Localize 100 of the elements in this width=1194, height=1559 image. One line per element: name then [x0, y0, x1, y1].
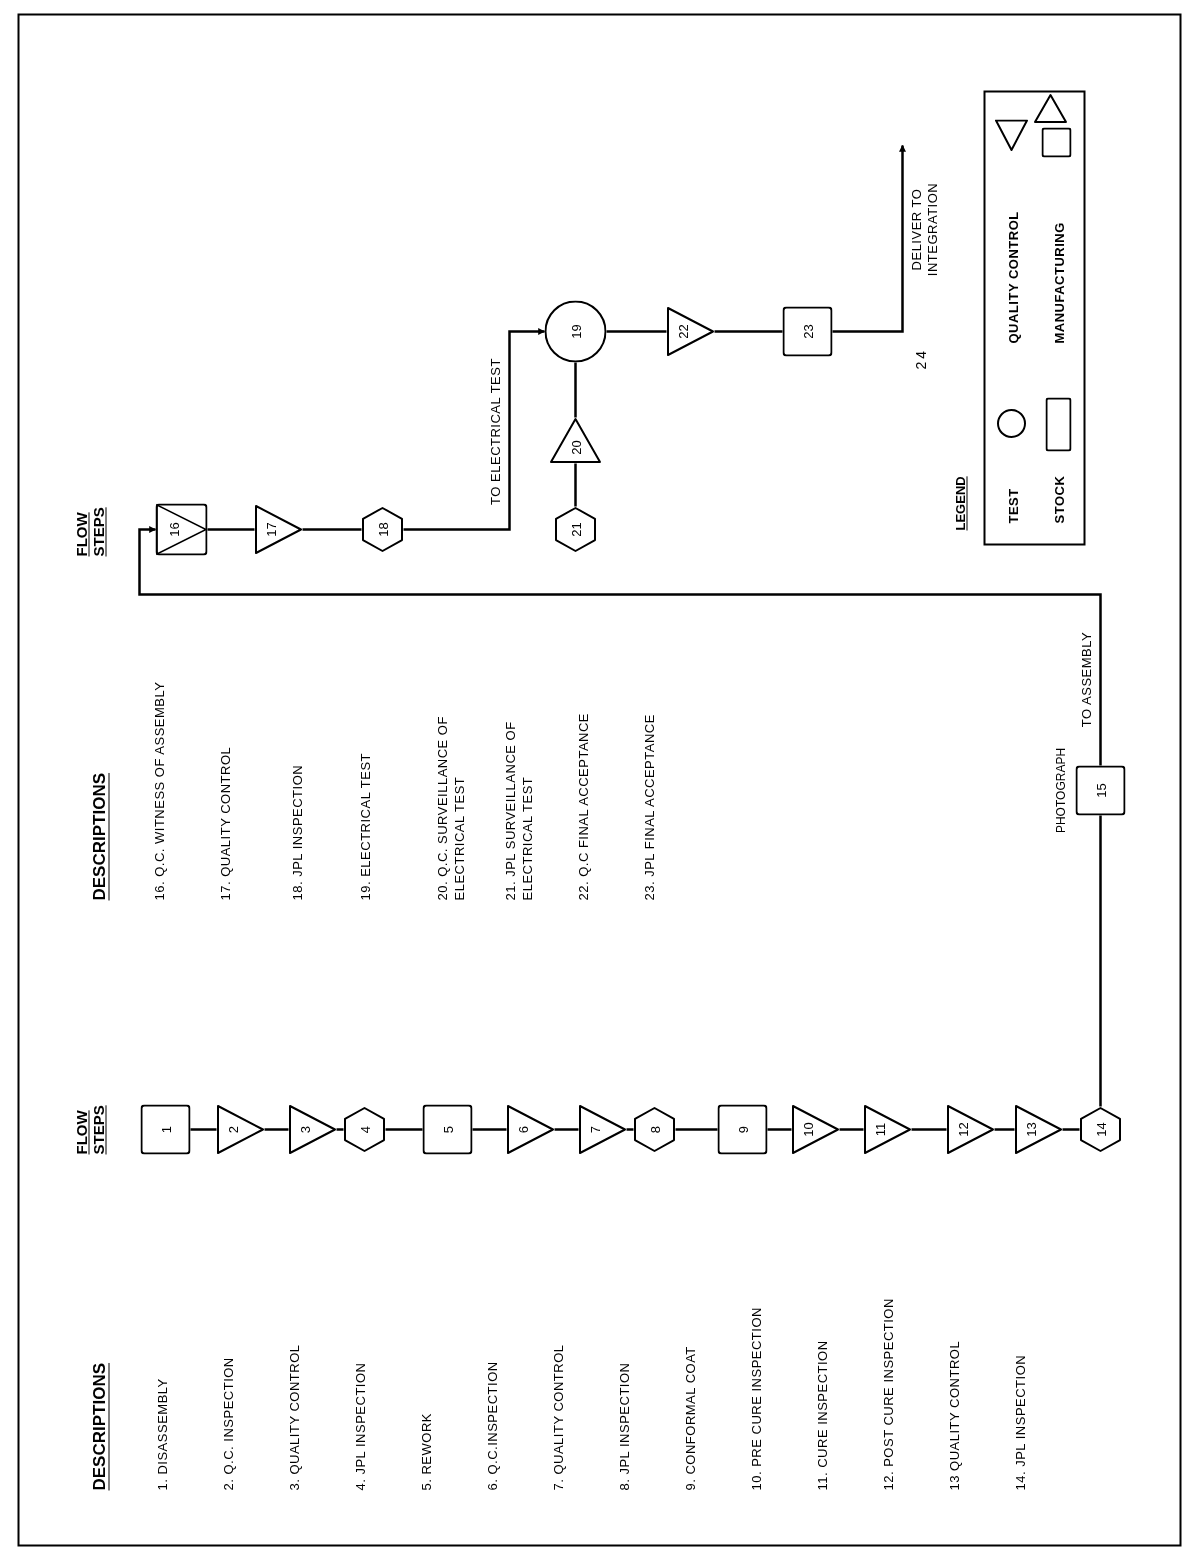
connector-line	[264, 1127, 288, 1131]
step-description: 16. Q.C. WITNESS OF ASSEMBLY	[150, 680, 167, 900]
step-description: 9. CONFORMAL COAT	[681, 1345, 698, 1490]
hexagon-step	[554, 506, 596, 552]
circle-step	[544, 300, 606, 362]
connector-line	[385, 1127, 422, 1131]
connector-line	[1062, 1127, 1079, 1131]
step-number: 3	[297, 1125, 311, 1133]
connector-line	[573, 362, 577, 417]
triangle-step	[791, 1104, 839, 1154]
connector-line	[606, 329, 666, 333]
arrow	[403, 327, 545, 531]
triangle-step	[946, 1104, 994, 1154]
step-number: 17	[263, 521, 277, 537]
square-triangle-step	[155, 503, 207, 555]
connector-line	[911, 1127, 946, 1131]
step-description: 2. Q.C. INSPECTION	[219, 1356, 237, 1490]
connector-line	[190, 1127, 216, 1131]
arrow	[137, 525, 1102, 765]
step-number: 13	[1023, 1121, 1037, 1137]
triangle-step	[549, 417, 601, 463]
triangle-step	[666, 306, 714, 356]
arrow	[832, 144, 906, 333]
step-description: 5. REWORK	[417, 1412, 434, 1490]
hexagon-step	[633, 1106, 675, 1152]
connector-line	[554, 1127, 578, 1131]
triangle-step	[578, 1104, 626, 1154]
connector-line	[472, 1127, 506, 1131]
step-description: 18. JPL INSPECTION	[288, 763, 305, 900]
hexagon-step	[361, 506, 403, 552]
connector-line	[336, 1127, 343, 1131]
step-caption: PHOTOGRAPH	[1052, 747, 1068, 833]
step-number: 18	[375, 521, 389, 537]
legend-label: STOCK	[1050, 475, 1067, 523]
step-number: 14	[1093, 1121, 1107, 1137]
step-description: 21. JPL SURVEILLANCE OF ELECTRICAL TEST	[501, 719, 535, 900]
connector-line	[1098, 815, 1102, 1106]
column-heading: DESCRIPTIONS	[88, 1362, 109, 1490]
column-heading: FLOW STEPS	[72, 505, 106, 556]
step-number: 2	[225, 1125, 239, 1133]
legend-label: TEST	[1004, 487, 1021, 523]
triangle-step	[1014, 1104, 1062, 1154]
column-heading: DESCRIPTIONS	[88, 772, 109, 900]
step-description: 1. DISASSEMBLY	[153, 1377, 170, 1490]
step-description: 22. Q.C FINAL ACCEPTANCE	[574, 711, 591, 900]
step-description: 7. QUALITY CONTROL	[549, 1344, 567, 1490]
step-description: 8. JPL INSPECTION	[615, 1362, 632, 1490]
connector-line	[302, 527, 361, 531]
connector-line	[573, 463, 577, 506]
connector-line	[207, 527, 254, 531]
triangle-step	[863, 1104, 911, 1154]
triangle-step	[288, 1104, 336, 1154]
square-step	[1075, 765, 1125, 815]
step-number: 5	[440, 1125, 454, 1133]
connector-line	[839, 1127, 863, 1131]
step-description: 12. POST CURE INSPECTION	[879, 1297, 896, 1490]
step-number: 21	[568, 521, 582, 537]
step-number: 22	[675, 323, 689, 339]
step-number: 9	[735, 1125, 749, 1133]
step-description: 14. JPL INSPECTION	[1011, 1354, 1028, 1490]
step-number: 24	[911, 347, 929, 369]
step-number: 23	[800, 323, 814, 339]
step-description: 11. CURE INSPECTION	[813, 1339, 830, 1490]
step-number: 4	[357, 1125, 371, 1133]
hexagon-step	[343, 1106, 385, 1152]
step-number: 20	[568, 439, 582, 455]
step-number: 8	[647, 1125, 661, 1133]
step-description: 4. JPL INSPECTION	[351, 1362, 368, 1490]
step-number: 12	[955, 1121, 969, 1137]
step-description: 3. QUALITY CONTROL	[285, 1344, 303, 1490]
step-number: 7	[587, 1125, 601, 1133]
legend-heading: LEGEND	[951, 475, 968, 530]
step-description: 10. PRE CURE INSPECTION	[747, 1306, 764, 1490]
step-number: 19	[568, 323, 582, 339]
step-number: 1	[158, 1125, 172, 1133]
step-number: 15	[1093, 782, 1107, 798]
connector-line	[626, 1127, 633, 1131]
square-step	[717, 1104, 767, 1154]
step-description: 6. Q.C.INSPECTION	[483, 1360, 501, 1490]
step-description: 19. ELECTRICAL TEST	[356, 751, 373, 900]
connector-line	[675, 1127, 717, 1131]
square-step	[782, 306, 832, 356]
step-description: 23. JPL FINAL ACCEPTANCE	[640, 712, 657, 900]
step-description: 13 QUALITY CONTROL	[945, 1340, 963, 1490]
square-step	[140, 1104, 190, 1154]
step-description: 20. Q.C. SURVEILLANCE OF ELECTRICAL TEST	[433, 714, 467, 900]
square-step	[422, 1104, 472, 1154]
connector-line	[767, 1127, 791, 1131]
legend-label: MANUFACTURING	[1050, 221, 1067, 343]
hexagon-step	[1079, 1106, 1121, 1152]
triangle-step	[216, 1104, 264, 1154]
triangle-step	[254, 504, 302, 554]
column-heading: FLOW STEPS	[72, 1103, 106, 1154]
legend-label: QUALITY CONTROL	[1004, 210, 1022, 343]
connector-line	[714, 329, 782, 333]
step-description: 17. QUALITY CONTROL	[216, 745, 233, 900]
step-number: 10	[800, 1121, 814, 1137]
step-number: 6	[515, 1125, 529, 1133]
connector-line	[994, 1127, 1014, 1131]
triangle-step	[506, 1104, 554, 1154]
